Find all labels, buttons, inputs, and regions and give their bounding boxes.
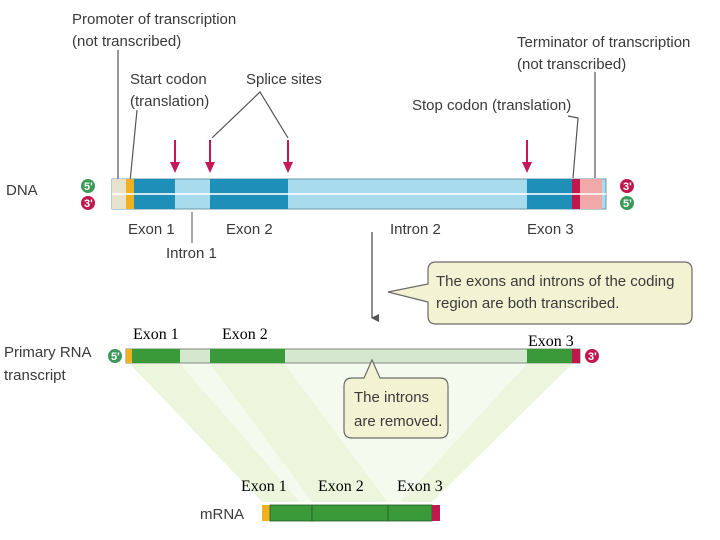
splice-arrow-1: [170, 162, 180, 173]
primary-exon3-label: Exon 3: [528, 333, 574, 350]
dna-five-prime-bottom: [620, 196, 634, 210]
primary-rna-label-line2: transcript: [4, 367, 67, 384]
mrna-label: mRNA: [200, 506, 244, 523]
primary-exon1-label: Exon 1: [133, 326, 179, 343]
dna-exon1-label: Exon 1: [128, 221, 175, 238]
primary-exon-2: [210, 349, 285, 363]
splice-arrow-2: [205, 162, 215, 173]
primary-stop-codon: [572, 349, 580, 363]
splice-arrow-3: [283, 162, 293, 173]
start-codon-label-line2: (translation): [130, 93, 209, 110]
mrna-strand: [262, 504, 440, 522]
dna-intron1-label: Intron 1: [166, 245, 217, 262]
dna-exon2-label: Exon 2: [226, 221, 273, 238]
terminator-label-line2: (not transcribed): [517, 56, 626, 73]
primary-five-prime: [108, 349, 122, 363]
primary-exon-1: [132, 349, 180, 363]
mrna-exon2-label: Exon 2: [318, 478, 364, 495]
svg-text:5': 5': [84, 181, 93, 193]
svg-text:3': 3': [623, 181, 632, 193]
mrna-exon1-label: Exon 1: [241, 478, 287, 495]
svg-text:5': 5': [623, 198, 632, 210]
callout-removed-line1: The introns: [354, 389, 429, 406]
promoter-label-line1: Promoter of transcription: [72, 11, 236, 28]
primary-start-codon: [126, 349, 132, 363]
svg-text:5': 5': [111, 351, 120, 363]
primary-rna-transcript: 5' 3': [108, 348, 599, 364]
callout-transcribed-line2: region are both transcribed.: [436, 295, 619, 312]
primary-exon-3: [527, 349, 572, 363]
callout-removed-line2: are removed.: [354, 413, 442, 430]
svg-text:3': 3': [84, 198, 93, 210]
callout-removed: The introns are removed.: [343, 358, 449, 439]
mrna-exon-3: [387, 504, 433, 522]
callout-transcribed: The exons and introns of the coding regi…: [387, 261, 693, 325]
primary-three-prime: [585, 349, 599, 363]
primary-rna-backbone: [125, 348, 581, 364]
dna-intron2-label: Intron 2: [390, 221, 441, 238]
callout-transcribed-line1: The exons and introns of the coding: [436, 273, 675, 290]
mrna-exon-2: [311, 504, 389, 522]
mrna-exon-1: [269, 504, 313, 522]
primary-rna-label-line1: Primary RNA: [4, 344, 92, 361]
start-codon-label-line1: Start codon: [130, 71, 207, 88]
stop-arrow: [522, 162, 532, 173]
dna-strand: [111, 178, 607, 210]
primary-exon2-label: Exon 2: [222, 326, 268, 343]
mrna-stop-codon: [432, 505, 440, 521]
stop-codon-label: Stop codon (translation): [412, 97, 571, 114]
dna-three-prime-top: [620, 179, 634, 193]
svg-text:3': 3': [588, 351, 597, 363]
promoter-label-line2: (not transcribed): [72, 33, 181, 50]
dna-three-prime-bottom: [81, 196, 95, 210]
dna-ends: 5' 3' 3' 5': [81, 179, 634, 210]
mrna-exon3-label: Exon 3: [397, 478, 443, 495]
mrna-start-codon: [262, 505, 270, 521]
dna-five-prime-top: [81, 179, 95, 193]
dna-exon3-label: Exon 3: [527, 221, 574, 238]
splice-sites-label: Splice sites: [246, 71, 322, 88]
terminator-label-line1: Terminator of transcription: [517, 34, 690, 51]
dna-label: DNA: [6, 182, 38, 199]
splice-site-arrows: [170, 140, 532, 173]
leader-lines: [117, 50, 596, 183]
